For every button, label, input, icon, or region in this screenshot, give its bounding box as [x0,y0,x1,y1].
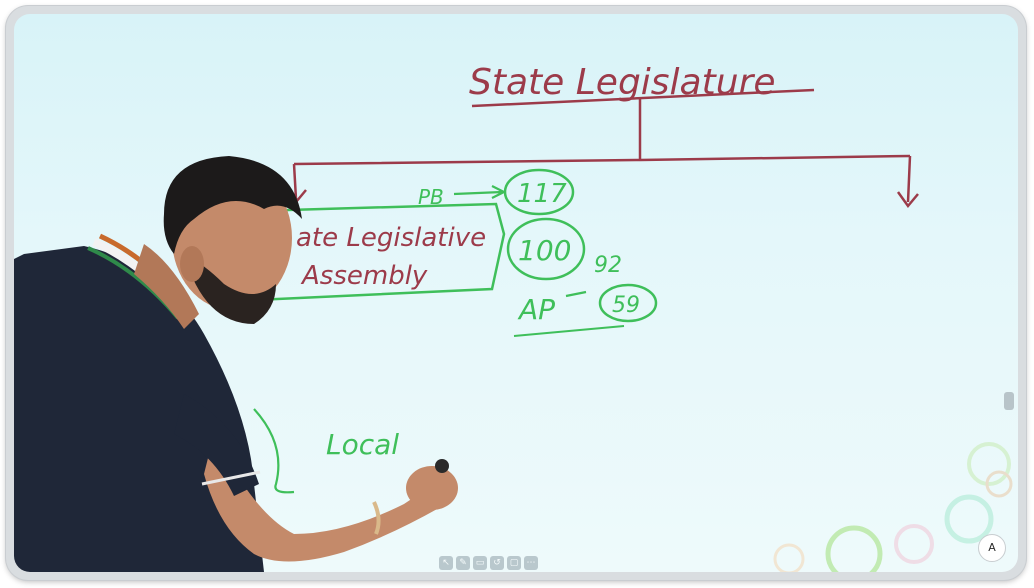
teacher-neck [134,244,199,329]
value-59: 59 [612,293,640,318]
circle-117 [503,168,575,216]
ap-label: AP [517,293,555,326]
teacher-hand [406,466,458,510]
pen-icon[interactable]: ✎ [456,556,470,570]
teacher-beard [184,254,276,324]
ap-value: 92 [594,253,622,278]
eraser-icon[interactable]: ▭ [473,556,487,570]
title-underline [471,88,815,108]
circle-59 [598,283,658,323]
video-frame: State Legislature ate Legislative Assemb… [6,6,1026,580]
assembly-line-2: Assembly [300,261,428,291]
whiteboard-drawing: State Legislature ate Legislative Assemb… [14,62,1013,572]
more-icon[interactable]: ⋯ [524,556,538,570]
sleeve-band [201,470,261,486]
title-text: State Legislature [469,62,776,103]
local-word: Local [326,428,399,461]
tree-branch [293,154,911,166]
pb-label: PB [418,185,444,209]
decorative-circles [773,442,1013,572]
value-100: 100 [518,234,571,267]
value-117: 117 [517,179,567,209]
right-arrow [896,155,919,209]
circle-100 [506,217,586,281]
whiteboard-toolbar: ↖ ✎ ▭ ↺ ▢ ⋯ [439,556,538,572]
ap-dash [565,290,587,298]
teacher-arm [204,434,446,562]
whiteboard: State Legislature ate Legislative Assemb… [14,14,1018,572]
pointer-icon[interactable]: ↖ [439,556,453,570]
pb-arrow [453,185,507,199]
teacher-hair [163,156,302,254]
undo-icon[interactable]: ↺ [490,556,504,570]
page-icon[interactable]: ▢ [507,556,521,570]
teacher-bracelet [372,501,381,535]
teacher-figure [14,156,458,572]
teacher-sleeve [174,394,259,496]
local-bracket [253,408,295,494]
teacher-shirt [14,246,264,572]
ap-underline [513,325,625,337]
corner-badge[interactable]: A [978,534,1006,562]
side-scroll-tab[interactable] [1004,392,1014,410]
teacher-ear [180,246,204,282]
marker [435,459,449,473]
assembly-box [253,202,506,302]
assembly-line-1: ate Legislative [296,223,486,253]
